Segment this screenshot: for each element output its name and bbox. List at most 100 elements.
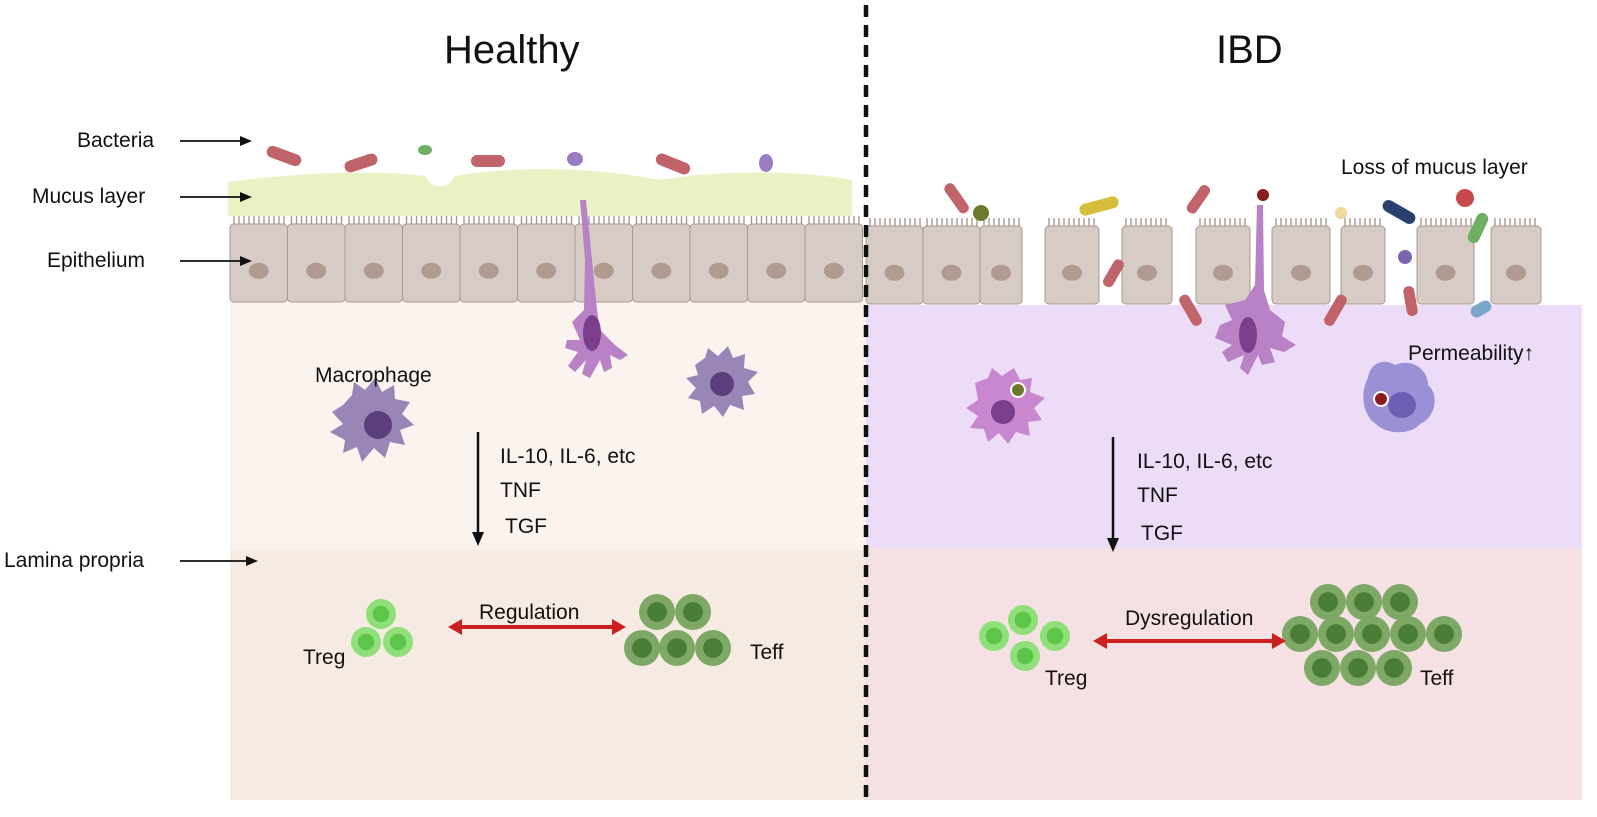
bacterium-rod (266, 145, 302, 167)
bacterium-coccus (1398, 250, 1412, 264)
t-cell (1040, 621, 1070, 651)
epithelial-cell (1340, 218, 1386, 305)
epithelial-cell (1490, 218, 1542, 305)
t-cell (675, 594, 711, 630)
t-cell (1318, 616, 1354, 652)
t-cell (1304, 650, 1340, 686)
bacterium-coccus (759, 154, 773, 172)
teff-label-ibd: Teff (1420, 667, 1454, 690)
epithelial-cell (344, 216, 403, 303)
t-cell (624, 630, 660, 666)
lamina-propria-label: Lamina propria (4, 549, 145, 572)
epithelial-cell (229, 216, 288, 303)
t-cell (1382, 584, 1418, 620)
bacterium-rod (1079, 196, 1119, 216)
mucus-layer-label: Mucus layer (32, 185, 146, 208)
epithelial-cell (459, 216, 518, 303)
epithelial-cell (747, 216, 806, 303)
t-cell (1282, 616, 1318, 652)
bacterium-coccus (1335, 207, 1347, 219)
regulation-arrow (448, 619, 626, 635)
ibd-t-cells (979, 584, 1462, 686)
t-cell (366, 599, 396, 629)
macrophage (330, 378, 414, 462)
t-cell (1390, 616, 1426, 652)
bacterium-coccus (1257, 189, 1269, 201)
t-cell (659, 630, 695, 666)
ibd-macrophage (966, 368, 1045, 444)
healthy-epithelium (229, 216, 863, 303)
epithelial-cell (1195, 218, 1251, 305)
epithelial-cell (689, 216, 748, 303)
epithelial-cell (1121, 218, 1173, 305)
dysregulation-arrow (1093, 633, 1286, 649)
epithelial-cell (1271, 218, 1331, 305)
epithelial-cell (517, 216, 576, 303)
healthy-t-cells (351, 594, 731, 666)
epithelial-cell (287, 216, 346, 303)
t-cell (1376, 650, 1412, 686)
bacterium-coccus (1456, 189, 1474, 207)
cytokine-tnf-healthy: TNF (500, 479, 541, 502)
epithelial-cell (804, 216, 863, 303)
bacterium-rod (1467, 212, 1489, 244)
healthy-bacteria (266, 145, 773, 175)
t-cell (1346, 584, 1382, 620)
healthy-title: Healthy (444, 28, 580, 72)
ibd-title: IBD (1216, 28, 1283, 72)
t-cell (1340, 650, 1376, 686)
dysregulation-label: Dysregulation (1125, 607, 1254, 630)
cytokine-tgf-ibd: TGF (1141, 522, 1183, 545)
healthy-dendritic-cell (565, 200, 628, 378)
regulation-label: Regulation (479, 601, 580, 624)
bacterium-rod (1382, 200, 1416, 224)
bacterium-coccus (973, 205, 989, 221)
t-cell (1310, 584, 1346, 620)
epithelium-label: Epithelium (47, 249, 146, 272)
ibd-phagocyte (1363, 361, 1435, 433)
bacterium-coccus (418, 145, 432, 155)
macrophage-label: Macrophage (315, 364, 432, 387)
bacterium-rod (1186, 184, 1211, 214)
treg-label-healthy: Treg (303, 646, 346, 669)
permeability-label: Permeability↑ (1408, 342, 1535, 365)
t-cell (1008, 605, 1038, 635)
treg-label-ibd: Treg (1045, 667, 1088, 690)
epithelial-cell (1044, 218, 1100, 305)
t-cell (695, 630, 731, 666)
t-cell (383, 627, 413, 657)
macrophage (686, 346, 758, 417)
bacterium-rod (471, 155, 505, 167)
teff-label-healthy: Teff (750, 641, 784, 664)
cytokine-tgf-healthy: TGF (505, 515, 547, 538)
epithelial-cell (402, 216, 461, 303)
epithelial-cell (865, 218, 924, 305)
bacterium-rod (1179, 294, 1202, 326)
ibd-epithelium (865, 218, 1542, 305)
t-cell (979, 621, 1009, 651)
layer-pointer-arrows (180, 136, 258, 566)
epithelial-cell (922, 218, 981, 305)
t-cell (351, 627, 381, 657)
bacterium-rod (1102, 259, 1124, 288)
epithelial-cell (1416, 218, 1475, 305)
healthy-lamina-propria (230, 550, 866, 800)
cytokine-il10-ibd: IL-10, IL-6, etc (1137, 450, 1273, 473)
mucus-layer (228, 169, 852, 216)
bacterium-rod (655, 153, 691, 175)
t-cell (1354, 616, 1390, 652)
healthy-submucosa (230, 300, 866, 550)
t-cell (639, 594, 675, 630)
ibd-dendritic-cell (1215, 205, 1296, 375)
bacterium-rod (344, 153, 378, 173)
bacterium-rod (944, 183, 969, 214)
ibd-lamina-propria (866, 548, 1582, 800)
bacterium-rod (1403, 286, 1418, 317)
epithelial-cell (632, 216, 691, 303)
bacterium-coccus (567, 152, 583, 166)
loss-of-mucus-label: Loss of mucus layer (1341, 156, 1528, 179)
ibd-bacteria (944, 183, 1492, 326)
bacterium-rod (1323, 294, 1347, 326)
epithelial-cell (979, 218, 1023, 305)
cytokine-tnf-ibd: TNF (1137, 484, 1178, 507)
